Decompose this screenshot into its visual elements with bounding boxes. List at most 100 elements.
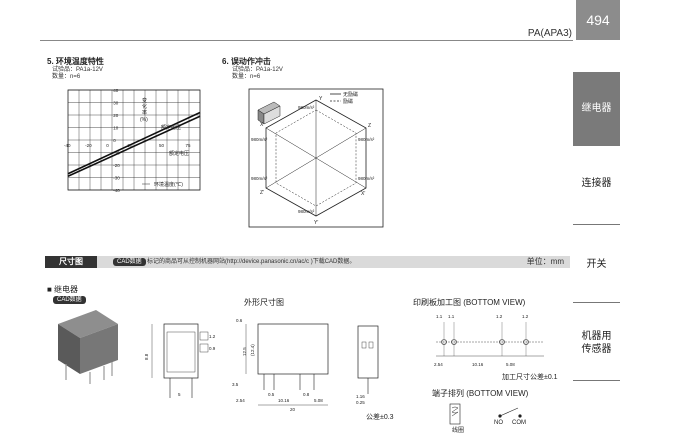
curve-label-2: 额定电压 [169,150,189,157]
hole-dim-1: 1.1 [436,314,443,319]
banner-cad-badge[interactable]: CAD数据 [113,258,146,266]
terminal-arrangement-drawing [449,403,522,425]
section6-condition-sample: 试验品：PA1a-12V [232,67,283,73]
accel-right-bottom: 980m/s² [358,176,375,181]
label-y: Y [319,96,323,102]
y-tick-label: -40 [113,188,120,193]
sidebar-item-sensor[interactable]: 传感器 [581,344,612,355]
label-z-prime: Z' [260,190,264,196]
dim-8-8: 8.8 [144,353,149,360]
series-line [67,115,201,177]
axis-z [265,127,367,189]
legend-excited: 励磁 [343,98,353,105]
y-tick-label: 0 [113,138,116,143]
label-y-prime: Y' [314,220,318,226]
dim-5-08: 5.08 [314,398,323,403]
section6-condition-count: 数量：n=6 [232,74,261,80]
dim-1-16: 1.16 [356,394,365,399]
end-view-drawing: 8.8 1.2 0.9 5 [144,323,216,398]
hole-dim-4: 1.2 [522,314,529,319]
accel-left-top: 980m/s² [251,137,268,142]
pcb-dim-2-54: 2.54 [434,362,443,367]
terminal-label-no: NO [494,420,503,426]
section5-title: 5. 环境温度特性 [47,57,104,66]
y-tick-label: 30 [113,101,119,106]
pcb-dim-10-16: 10.16 [472,362,484,367]
terminal-label-com: COM [512,420,526,426]
accel-top: 980m/s² [298,105,315,110]
y-axis-label-3: 率 [142,109,147,116]
model-name: PA(APA3) [527,28,572,39]
x-axis-label: 环境温度(℃) [154,181,183,188]
dim-0-6: 0.6 [236,318,243,323]
chart-frame [67,89,201,191]
sidebar-item-machine[interactable]: 机器用 [581,331,612,342]
pcb-drawing-title: 印刷板加工图 (BOTTOM VIEW) [413,298,526,307]
x-tick-label: -20 [85,143,92,148]
y-tick-label: 40 [113,88,119,93]
sidebar-item-connector[interactable]: 连接器 [581,178,612,189]
hexagon-excited [275,109,357,207]
terminal-com [518,414,522,418]
page-number-tab: 494 [576,0,620,40]
sidebar-item-switch[interactable]: 开关 [586,259,607,270]
dim-5: 5 [178,392,181,397]
pcb-dim-5-08: 5.08 [506,362,515,367]
front-view-drawing: 1.16 0.25 [356,325,379,405]
dim-0-5: 0.5 [268,392,275,397]
y-tick-label: 10 [113,126,119,131]
header-rule [40,40,573,41]
relay-product-photo [58,310,118,384]
y-axis-label-4: (%) [140,117,148,123]
dim-10-16: 10.16 [278,398,290,403]
label-x-prime: X' [361,191,365,197]
legend-non-excited: 无励磁 [343,91,358,98]
switch-contact-icon [499,407,519,417]
y-tick-labels: 40 30 20 10 0 -10 -20 -30 -40 [113,88,120,193]
sidebar-divider [573,302,620,303]
dim-12-4: (12.4) [250,344,255,356]
y-tick-label: -20 [113,163,120,168]
pcb-layout-drawing: 1.1 1.1 1.2 1.2 2.54 10.16 5.08 [434,314,544,367]
section5-condition-count: 数量：n=6 [52,74,81,80]
coil-symbol-icon [451,406,459,417]
relay-sketch-icon [257,101,281,125]
outline-drawing-title: 外形尺寸图 [244,298,284,307]
x-tick-label: -40 [64,143,71,148]
y-tick-label: -30 [113,176,120,181]
y-axis-label-2: 化 [142,103,147,110]
tolerance-note: 公差±0.3 [366,414,394,421]
curve-label-1: 额定电压 [161,124,181,131]
banner-unit: 单位：mm [526,257,564,266]
sidebar-divider [573,380,620,381]
series-line [67,111,201,175]
y-tick-label: -10 [113,151,120,156]
section5-condition-sample: 试验品：PA1a-12V [52,67,103,73]
dim-20: 20 [290,407,296,412]
dim-0-9-left: 0.9 [209,346,216,351]
sidebar-item-relay[interactable]: 继电器 [573,72,620,146]
x-tick-label: 75 [185,143,191,148]
chart-grid [68,89,200,191]
terminal-arrangement-title: 端子排列 (BOTTOM VIEW) [432,389,529,398]
dim-0-8: 0.8 [303,392,310,397]
accel-left-bottom: 980m/s² [251,176,268,181]
sidebar-divider [573,224,620,225]
terminal-label-coil: 线圈 [452,428,465,434]
shock-diagram: 无励磁 励磁 Y Y' X X' Z Z' 980m/s² 980m/s² 98… [248,88,384,228]
hole-dim-2: 1.1 [448,314,455,319]
side-view-drawing: 0.6 12.5 (12.4) 3.5 0.5 0.8 2.54 10.16 5… [232,318,329,412]
banner-label: 尺寸图 [45,256,97,268]
diagram-frame [248,88,384,228]
dim-3-5: 3.5 [232,382,239,387]
chart-series [67,111,201,177]
x-tick-label: 50 [159,143,165,148]
dimensions-banner: 尺寸图 CAD数据 标记的商品可从控制机器网站(http://device.pa… [45,256,570,268]
y-axis-label-1: 变 [142,97,147,104]
relay-cad-badge[interactable]: CAD数据 [53,296,86,304]
dim-12-5: 12.5 [242,347,247,356]
relay-heading: ■ 继电器 [47,285,79,294]
y-tick-label: 20 [113,113,119,118]
accel-right-top: 980m/s² [358,137,375,142]
